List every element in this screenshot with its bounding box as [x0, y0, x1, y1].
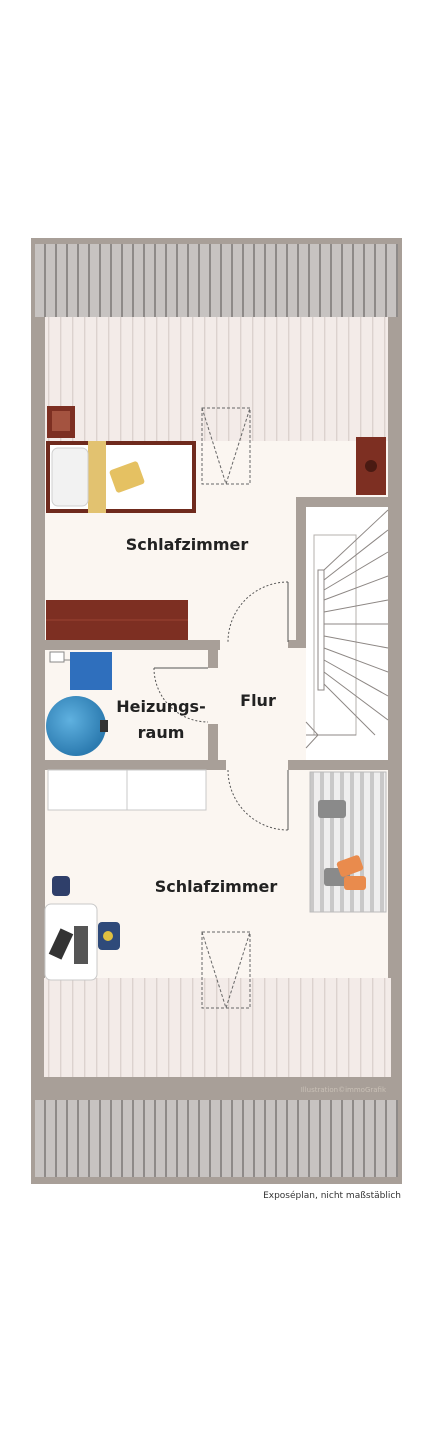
- skylight-bottom: [201, 931, 251, 1010]
- label-heating-line1: Heizungs-: [116, 697, 205, 716]
- label-bedroom-bottom: Schlafzimmer: [155, 877, 278, 896]
- wall-stair-stub: [288, 640, 306, 648]
- eave-bottom: [44, 1077, 391, 1100]
- wall-heating-right-b: [208, 724, 218, 762]
- water-tank: [46, 696, 108, 756]
- desk-bottom: [44, 876, 120, 981]
- bed-top: [46, 441, 196, 513]
- wall-bedroom-heating: [44, 640, 220, 650]
- plan-caption: Exposéplan, nicht maßstäblich: [263, 1190, 401, 1201]
- skylight-top: [201, 407, 251, 486]
- wall-stair-bottom: [288, 760, 388, 770]
- wall-right: [388, 317, 402, 978]
- door-swings: [153, 581, 289, 831]
- label-bedroom-top: Schlafzimmer: [126, 535, 249, 554]
- wall-left: [31, 317, 45, 978]
- wardrobe-bottom: [47, 769, 207, 811]
- illustration-credit: Illustration©immoGrafik: [301, 1086, 387, 1094]
- cabinet-top-right: [356, 437, 386, 495]
- bed-bottom: [309, 771, 387, 913]
- wall-heating-right-a: [208, 650, 218, 668]
- roof-slope-top: [44, 317, 391, 441]
- wall-stair-top: [296, 497, 388, 507]
- staircase: [305, 507, 389, 760]
- label-hallway: Flur: [240, 691, 276, 710]
- boiler: [49, 651, 112, 690]
- wall-stair-left: [296, 497, 306, 641]
- roof-slope-bottom: [44, 978, 391, 1077]
- wardrobe-top: [46, 600, 188, 640]
- nightstand-top: [47, 406, 75, 438]
- wall-heating-bottom: [44, 760, 226, 770]
- roof-top: [35, 244, 398, 317]
- label-heating-line2: raum: [138, 723, 185, 742]
- roof-bottom: [35, 1100, 398, 1177]
